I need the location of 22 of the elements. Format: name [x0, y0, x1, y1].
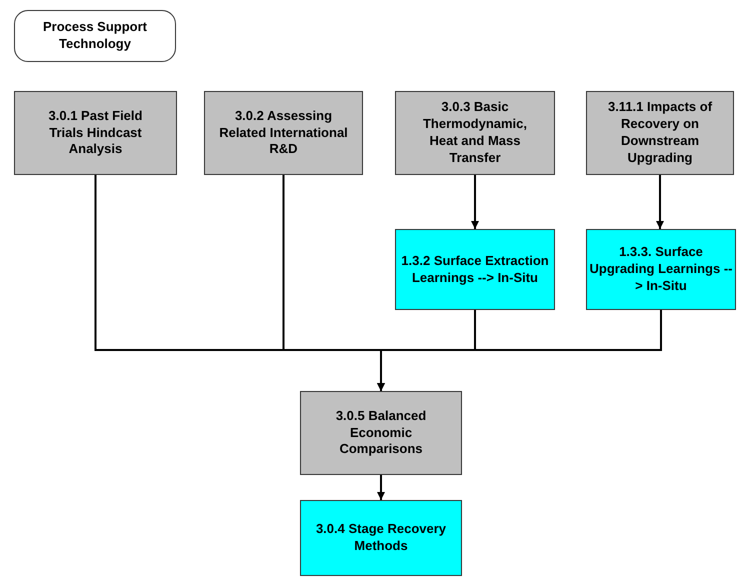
rounded-box: [14, 10, 176, 62]
connector-arrow: [377, 475, 385, 500]
connector-arrow: [656, 175, 664, 229]
process-box: [300, 391, 462, 475]
process-box: [204, 91, 363, 175]
box-label: 3.0.1 Past Field Trials Hindcast Analysis: [48, 108, 144, 158]
connector-arrow: [471, 175, 479, 229]
box-label: 1.3.3. Surface Upgrading Learnings --> In-Situ: [589, 244, 733, 295]
box-label: Process Support Technology: [42, 19, 148, 53]
box-label: 3.11.1 Impacts of Recovery on Downstream Upgrading: [606, 99, 714, 167]
box-label: 3.0.3 Basic Thermodynamic, Heat and Mass Transfer: [422, 99, 528, 167]
box-label: 3.0.2 Assessing Related International R&D: [218, 108, 349, 158]
process-box: [14, 91, 177, 175]
process-box: [586, 229, 736, 310]
process-box: [586, 91, 734, 175]
connector-arrow: [377, 310, 662, 391]
process-box: [395, 229, 555, 310]
box-label: 3.0.5 Balanced Economic Comparisons: [334, 408, 428, 458]
process-box: [300, 500, 462, 576]
process-box: [395, 91, 555, 175]
box-label: 1.3.2 Surface Extraction Learnings --> In-Situ: [400, 252, 550, 286]
box-label: 3.0.4 Stage Recovery Methods: [314, 521, 448, 555]
